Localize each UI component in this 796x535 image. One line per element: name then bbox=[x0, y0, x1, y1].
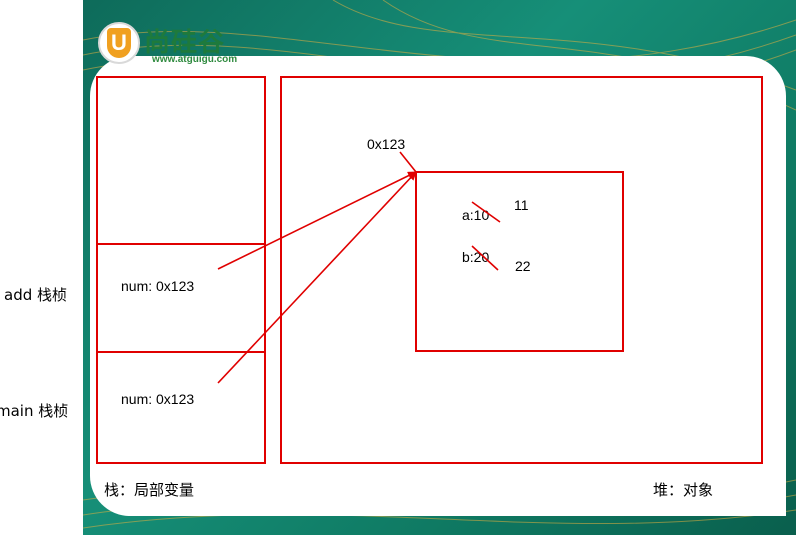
brand-logo: U 尚硅谷 www.atguigu.com bbox=[98, 20, 268, 68]
stack-caption: 栈：局部变量 bbox=[104, 481, 195, 499]
strike-b bbox=[471, 245, 499, 271]
heap-caption: 堆：对象 bbox=[653, 481, 714, 499]
logo-badge: U bbox=[98, 22, 140, 64]
logo-name: 尚硅谷 bbox=[144, 28, 226, 58]
object-address: 0x123 bbox=[367, 136, 406, 152]
add-num-variable: num: 0x123 bbox=[121, 278, 195, 294]
strike-a bbox=[471, 201, 501, 223]
main-num-variable: num: 0x123 bbox=[121, 391, 195, 407]
field-b-new-value: 22 bbox=[515, 258, 531, 274]
heap-area bbox=[280, 76, 763, 464]
field-b-old-value: b:20 bbox=[462, 249, 490, 265]
logo-letter: U bbox=[107, 28, 131, 58]
field-a-old-value: a:10 bbox=[462, 207, 490, 223]
logo-url: www.atguigu.com bbox=[152, 54, 238, 65]
main-reference-arrow bbox=[217, 171, 417, 384]
main-stack-frame bbox=[96, 351, 266, 464]
address-pointer-line bbox=[399, 151, 417, 173]
main-frame-label: main 栈桢 bbox=[0, 402, 69, 420]
add-reference-arrow bbox=[217, 171, 417, 270]
field-a-new-value: 11 bbox=[514, 197, 529, 213]
heap-object bbox=[415, 171, 624, 352]
add-frame-label: add 栈桢 bbox=[4, 286, 68, 304]
content-card bbox=[90, 56, 786, 516]
